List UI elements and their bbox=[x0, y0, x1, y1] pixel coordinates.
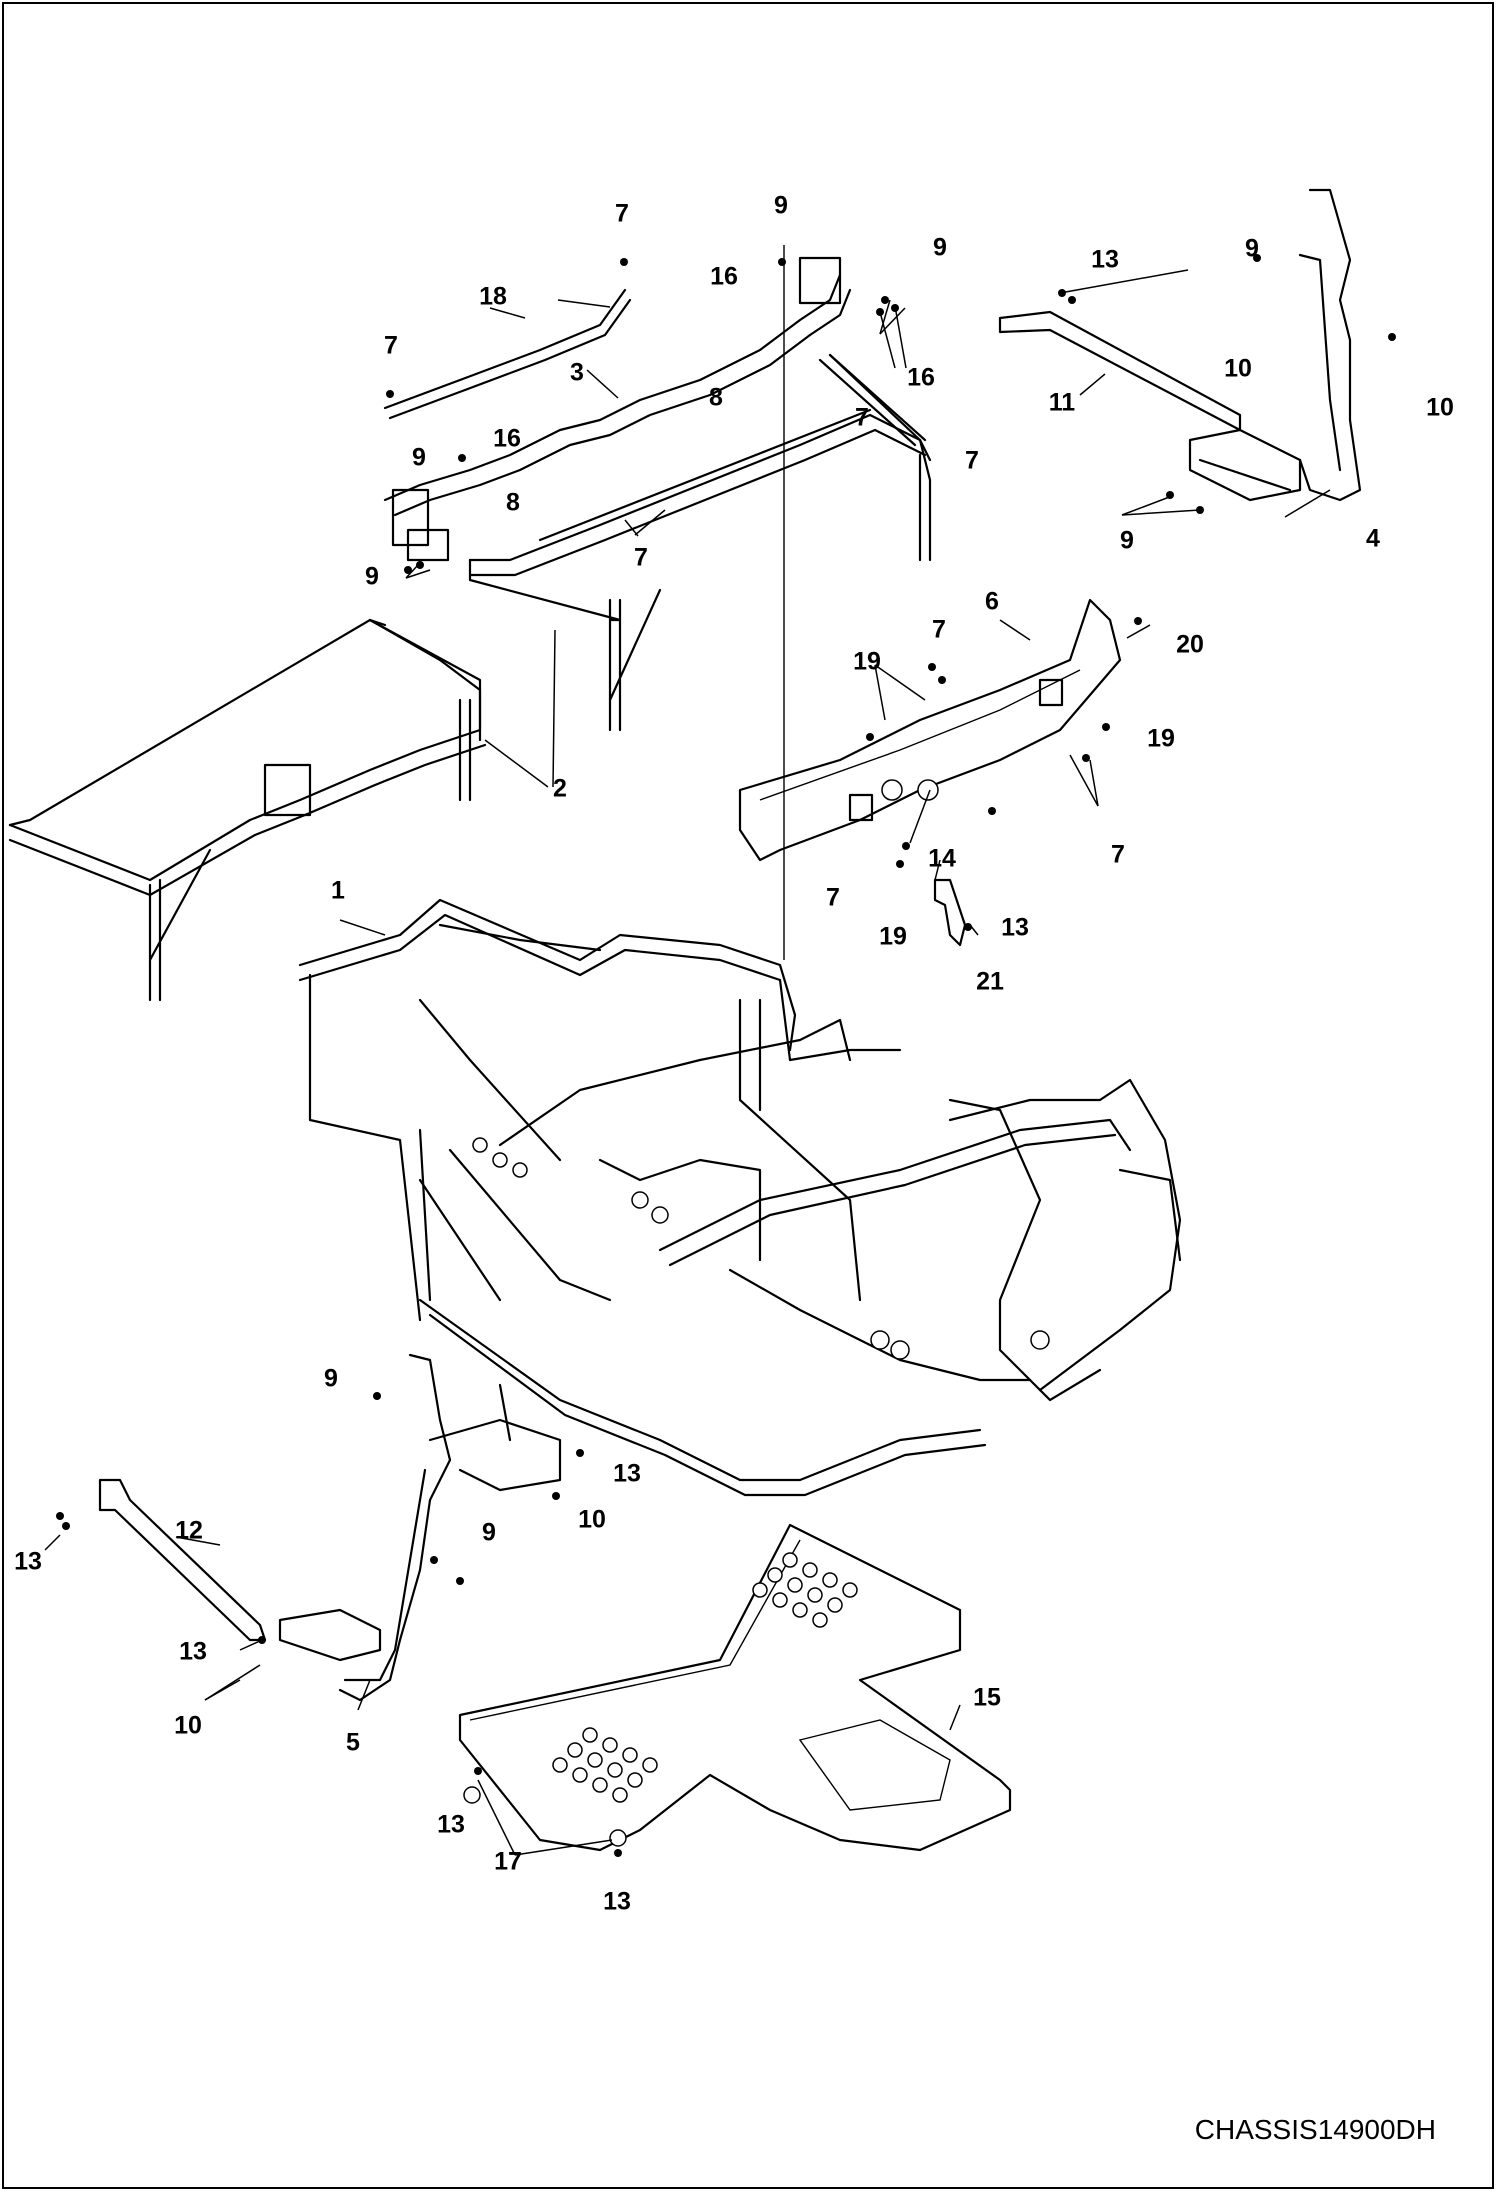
callout-9: 9 bbox=[1120, 526, 1134, 555]
callout-13: 13 bbox=[603, 1887, 631, 1916]
callout-3: 3 bbox=[570, 358, 584, 387]
callout-13: 13 bbox=[437, 1810, 465, 1839]
callout-7: 7 bbox=[615, 199, 629, 228]
callout-14: 14 bbox=[928, 844, 956, 873]
part-18-rail bbox=[383, 288, 632, 420]
callout-7: 7 bbox=[932, 615, 946, 644]
callout-18: 18 bbox=[479, 282, 507, 311]
callout-4: 4 bbox=[1366, 524, 1380, 553]
callout-9: 9 bbox=[774, 191, 788, 220]
callout-13: 13 bbox=[179, 1637, 207, 1666]
callout-6: 6 bbox=[985, 587, 999, 616]
part-2-rack-right bbox=[468, 353, 932, 732]
leader-lines bbox=[44, 269, 1331, 1856]
callout-8: 8 bbox=[709, 383, 723, 412]
callout-20: 20 bbox=[1176, 630, 1204, 659]
callout-1: 1 bbox=[331, 876, 345, 905]
callout-9: 9 bbox=[412, 443, 426, 472]
callout-10: 10 bbox=[174, 1711, 202, 1740]
callout-17: 17 bbox=[494, 1847, 522, 1876]
callout-7: 7 bbox=[826, 883, 840, 912]
callout-7: 7 bbox=[1111, 840, 1125, 869]
callout-15: 15 bbox=[973, 1683, 1001, 1712]
callout-13: 13 bbox=[14, 1547, 42, 1576]
callout-10: 10 bbox=[1426, 393, 1454, 422]
callout-9: 9 bbox=[324, 1364, 338, 1393]
drawing-code-label: CHASSIS14900DH bbox=[1194, 2114, 1436, 2145]
part-1-main-frame bbox=[298, 898, 1182, 1497]
callout-5: 5 bbox=[346, 1728, 360, 1757]
callout-19: 19 bbox=[879, 922, 907, 951]
callout-7: 7 bbox=[965, 446, 979, 475]
callout-9: 9 bbox=[1245, 234, 1259, 263]
callout-13: 13 bbox=[1091, 245, 1119, 274]
part-3-rail bbox=[383, 256, 852, 562]
callout-7: 7 bbox=[855, 403, 869, 432]
part-6-dash bbox=[738, 598, 1122, 862]
callout-16: 16 bbox=[907, 363, 935, 392]
callout-16: 16 bbox=[493, 424, 521, 453]
floor-pan-holes bbox=[552, 1552, 858, 1803]
callout-19: 19 bbox=[1147, 724, 1175, 753]
callout-9: 9 bbox=[482, 1518, 496, 1547]
callout-10: 10 bbox=[1224, 354, 1252, 383]
callout-8: 8 bbox=[506, 488, 520, 517]
callout-13: 13 bbox=[613, 1459, 641, 1488]
part-12-crossbar bbox=[98, 1478, 267, 1642]
part-4-grab-bar bbox=[1188, 188, 1362, 502]
callout-10: 10 bbox=[578, 1505, 606, 1534]
callout-9: 9 bbox=[365, 562, 379, 591]
callout-12: 12 bbox=[175, 1516, 203, 1545]
callout-7: 7 bbox=[634, 543, 648, 572]
callout-21: 21 bbox=[976, 967, 1004, 996]
part-15-floor-pan bbox=[458, 1523, 1012, 1852]
callout-11: 11 bbox=[1048, 388, 1076, 417]
callout-16: 16 bbox=[710, 262, 738, 291]
callout-13: 13 bbox=[1001, 913, 1029, 942]
callout-7: 7 bbox=[384, 331, 398, 360]
callout-9: 9 bbox=[933, 233, 947, 262]
callout-19: 19 bbox=[853, 647, 881, 676]
part-2-rack-left bbox=[8, 618, 487, 1002]
part-11-crossbar bbox=[998, 310, 1242, 432]
part-21-bracket bbox=[933, 878, 967, 947]
part-5-grab-bar bbox=[278, 1353, 562, 1702]
callout-2: 2 bbox=[553, 774, 567, 803]
